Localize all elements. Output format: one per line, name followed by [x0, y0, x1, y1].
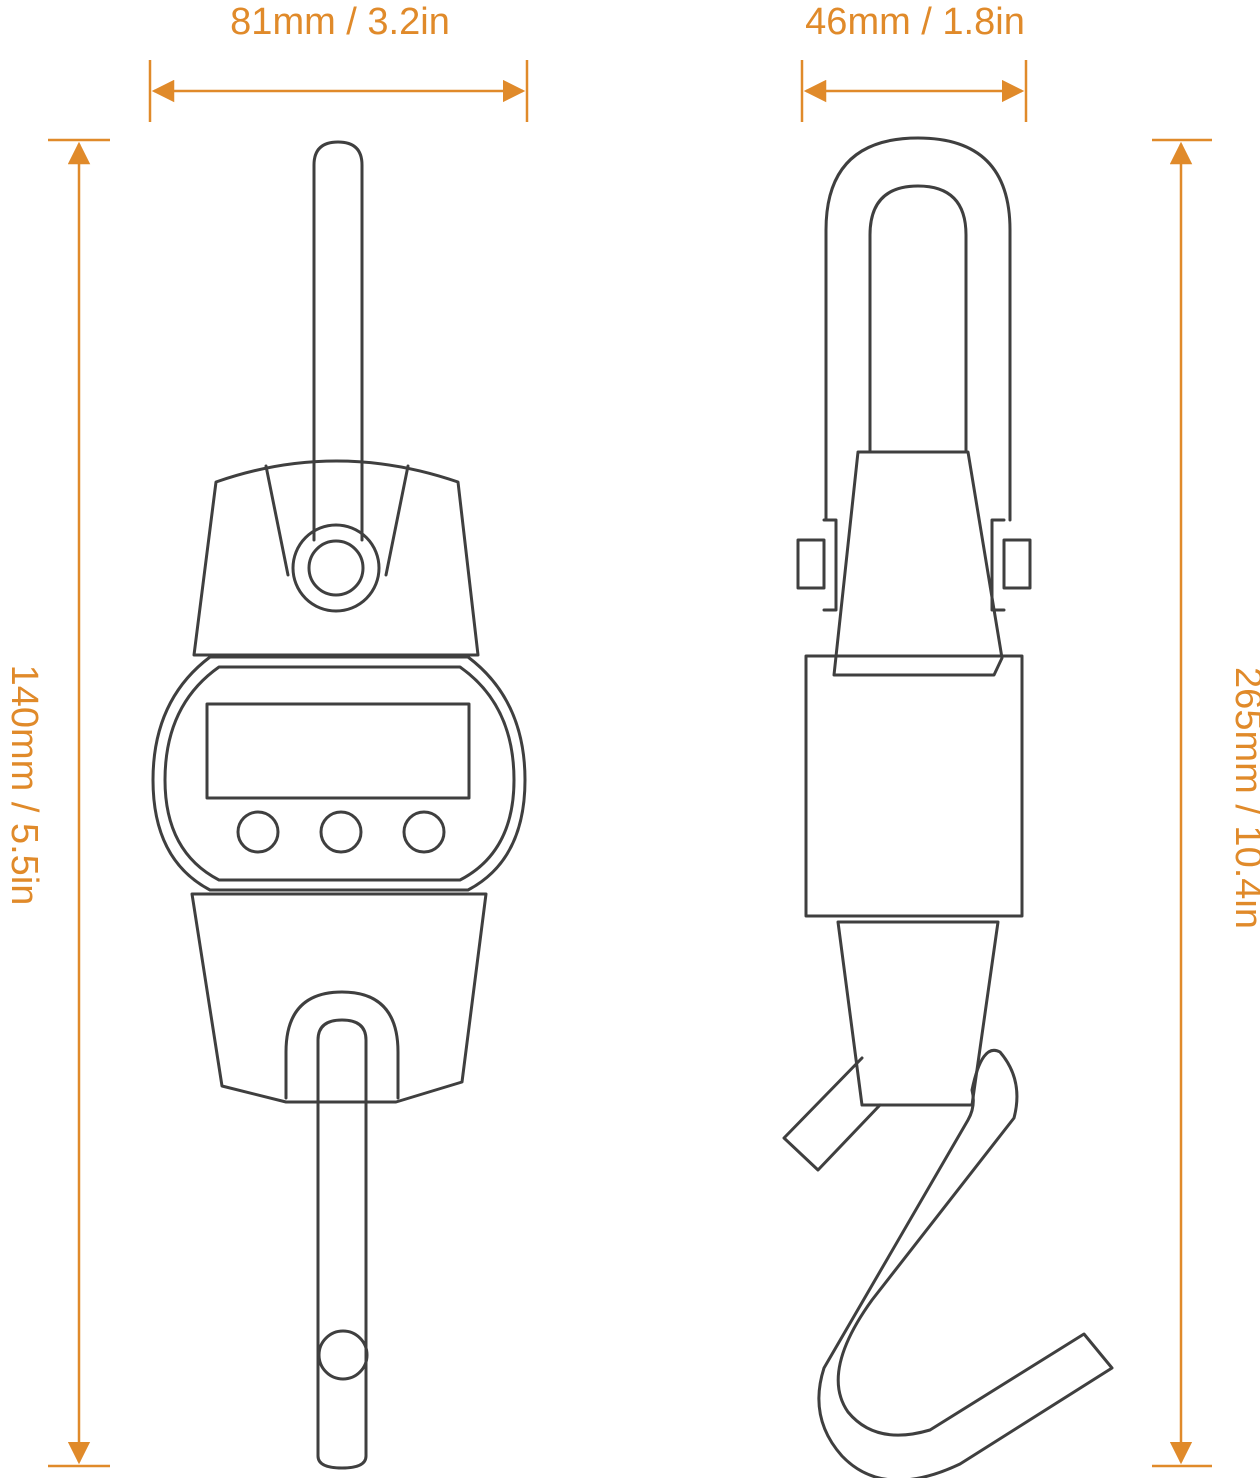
- side-width-label: 46mm / 1.8in: [805, 1, 1025, 43]
- side-width-dimension: [800, 60, 1028, 122]
- pin-left-collar: [822, 518, 838, 612]
- side-shackle-outer: [824, 136, 1012, 522]
- hook-latch: [782, 1056, 882, 1172]
- pivot-inner: [307, 539, 365, 597]
- front-width-label: 81mm / 3.2in: [230, 1, 450, 43]
- s-hook: [817, 1048, 1114, 1478]
- display-bezel: [163, 665, 516, 882]
- front-height-label: 140mm / 5.5in: [3, 665, 45, 906]
- display-body: [151, 655, 527, 892]
- pin-right-collar: [990, 518, 1006, 612]
- front-view: [151, 140, 527, 1470]
- button-left: [236, 810, 280, 854]
- pin-right: [1002, 538, 1032, 590]
- front-height-dimension: [48, 138, 110, 1468]
- side-body: [804, 654, 1024, 918]
- front-width-dimension: [148, 60, 529, 122]
- side-shackle-inner: [868, 184, 968, 452]
- side-height-dimension: [1152, 138, 1212, 1468]
- lower-housing: [190, 892, 488, 1104]
- hook-latch-knob: [317, 1329, 369, 1381]
- pivot-outer: [291, 523, 381, 613]
- upper-housing: [192, 459, 480, 657]
- side-view: [782, 136, 1114, 1478]
- button-right: [402, 810, 446, 854]
- top-shackle-bar: [312, 140, 364, 542]
- lcd-screen: [205, 702, 471, 800]
- lower-hook-slot: [284, 990, 400, 1100]
- side-height-label: 265mm / 10.4in: [1227, 667, 1260, 929]
- button-middle: [319, 810, 363, 854]
- bottom-hook-bar: [316, 1018, 368, 1470]
- swivel-block: [832, 450, 1004, 677]
- pin-left: [796, 538, 826, 590]
- upper-housing-inner: [264, 464, 410, 577]
